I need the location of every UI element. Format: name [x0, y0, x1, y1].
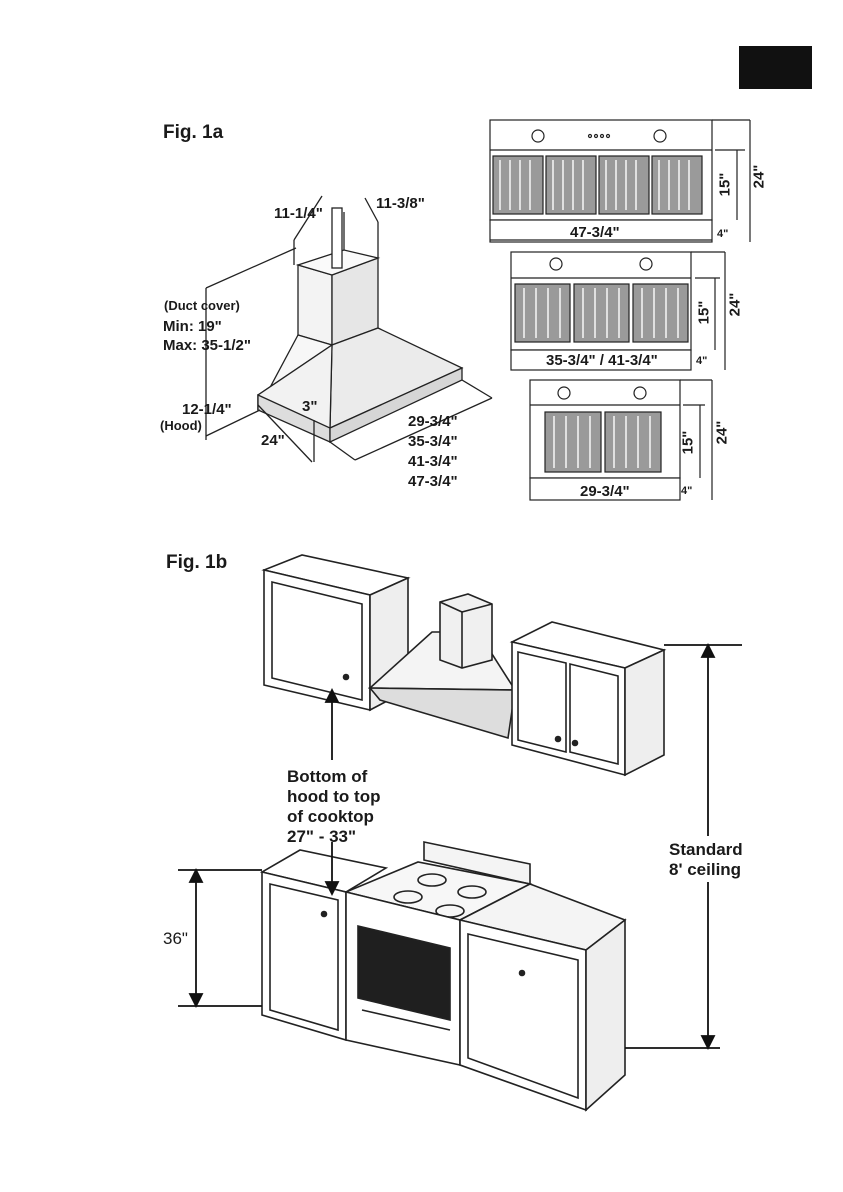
ceiling-line-1: Standard: [669, 840, 743, 859]
clearance-line-1: Bottom of: [287, 767, 367, 786]
clearance-line-2: hood to top: [287, 787, 380, 806]
clearance-line-3: of cooktop: [287, 807, 374, 826]
counter-height-label: 36": [163, 929, 188, 948]
ceiling-line-2: 8' ceiling: [669, 860, 741, 879]
clearance-range: 27" - 33": [287, 827, 356, 846]
